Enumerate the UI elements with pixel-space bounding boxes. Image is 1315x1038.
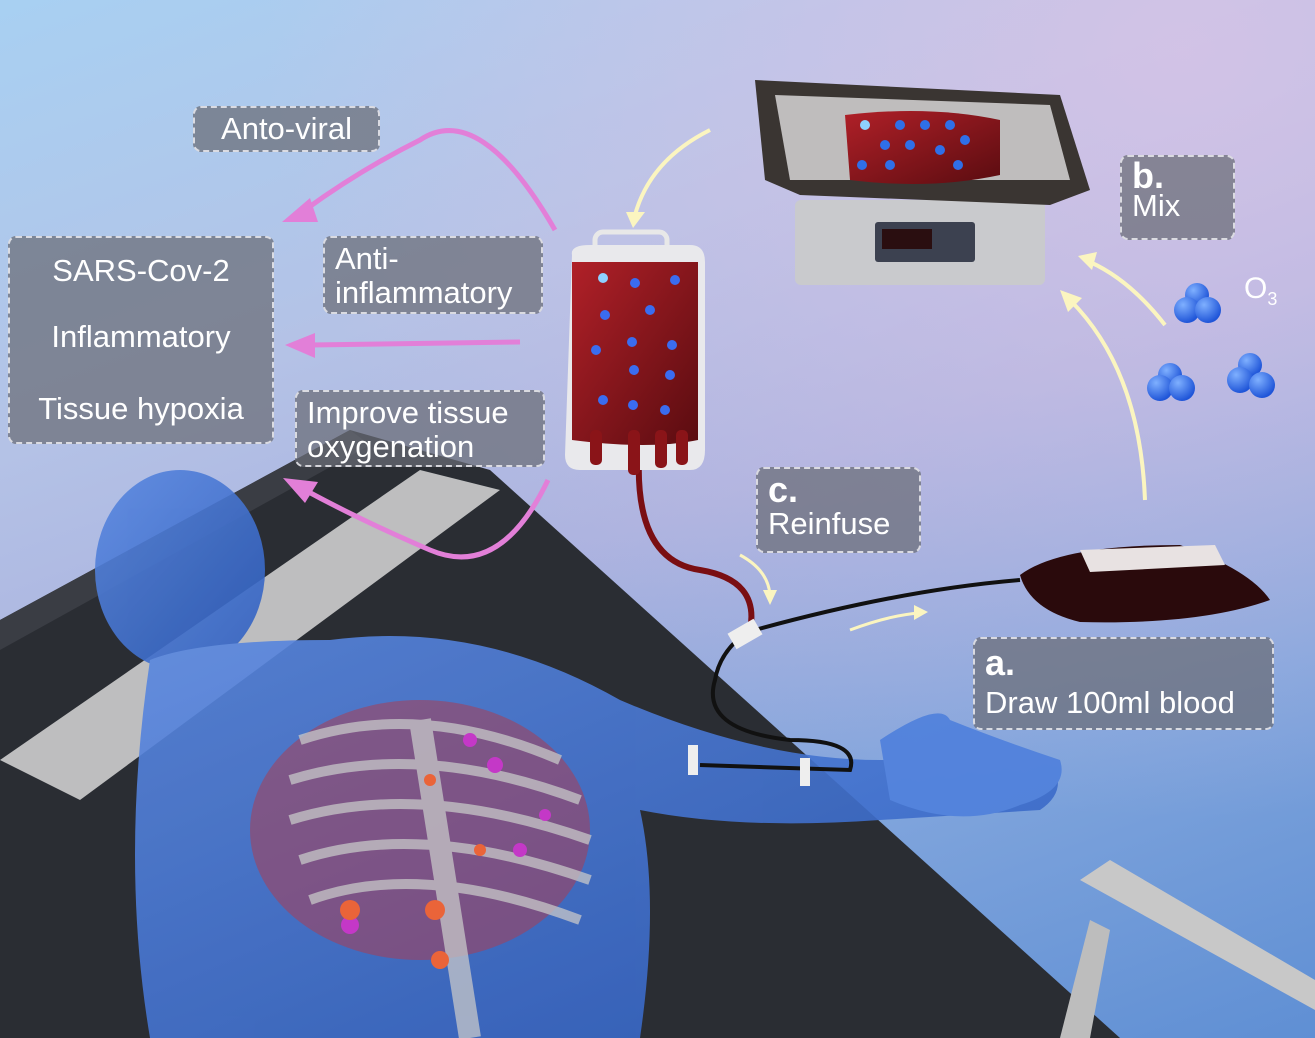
- patient-body: [95, 470, 1062, 1038]
- arrow-to-iv-bag: [633, 128, 711, 216]
- step-a-text: Draw 100ml blood: [985, 685, 1235, 720]
- anti-inflammatory-line-1: Anti-: [335, 241, 399, 276]
- step-a-letter: a.: [985, 642, 1016, 683]
- arrow-antiviral: [303, 128, 558, 232]
- ozone-label-subscript: 3: [1267, 289, 1278, 309]
- condition-inflammatory: Inflammatory: [51, 319, 231, 354]
- improve-oxygenation-line-2: oxygenation: [307, 429, 475, 464]
- iv-blood-bag: [565, 229, 705, 475]
- process-arrows: [626, 128, 1167, 632]
- arrow-blood-to-scale: [1068, 298, 1147, 501]
- label-step-c: c. Reinfuse: [756, 467, 921, 553]
- label-step-a: a. Draw 100ml blood: [973, 637, 1274, 730]
- arrow-draw: [849, 611, 921, 632]
- tubing: [635, 439, 1021, 786]
- anti-inflammatory-line-2: inflammatory: [335, 275, 513, 310]
- arrow-anti-inflammatory: [309, 339, 521, 348]
- label-anti-inflammatory: Anti- inflammatory: [323, 236, 543, 314]
- antiviral-text: Anto-viral: [221, 111, 352, 146]
- step-b-letter: b.: [1132, 155, 1164, 196]
- arrow-oxygenation: [303, 478, 551, 560]
- step-c-text: Reinfuse: [768, 506, 891, 541]
- drawn-blood-bag: [1020, 545, 1270, 623]
- condition-sars-cov-2: SARS-Cov-2: [52, 253, 230, 288]
- arrow-ozone-to-scale: [1089, 260, 1167, 327]
- ozone-label-base: O: [1244, 272, 1268, 305]
- improve-oxygenation-line-1: Improve tissue: [307, 395, 509, 430]
- label-improve-oxygenation: Improve tissue oxygenation: [295, 390, 545, 467]
- label-step-b: b. Mix: [1120, 155, 1235, 240]
- ozone-molecules: [1147, 283, 1275, 401]
- step-b-text: Mix: [1132, 188, 1181, 223]
- step-c-letter: c.: [768, 469, 799, 510]
- effect-arrows: [282, 128, 558, 560]
- label-antiviral: Anto-viral: [193, 106, 380, 152]
- condition-tissue-hypoxia: Tissue hypoxia: [38, 391, 244, 426]
- mixing-scale: [755, 80, 1090, 285]
- ozone-label: O3: [1244, 272, 1277, 310]
- label-conditions: SARS-Cov-2 Inflammatory Tissue hypoxia: [8, 236, 274, 444]
